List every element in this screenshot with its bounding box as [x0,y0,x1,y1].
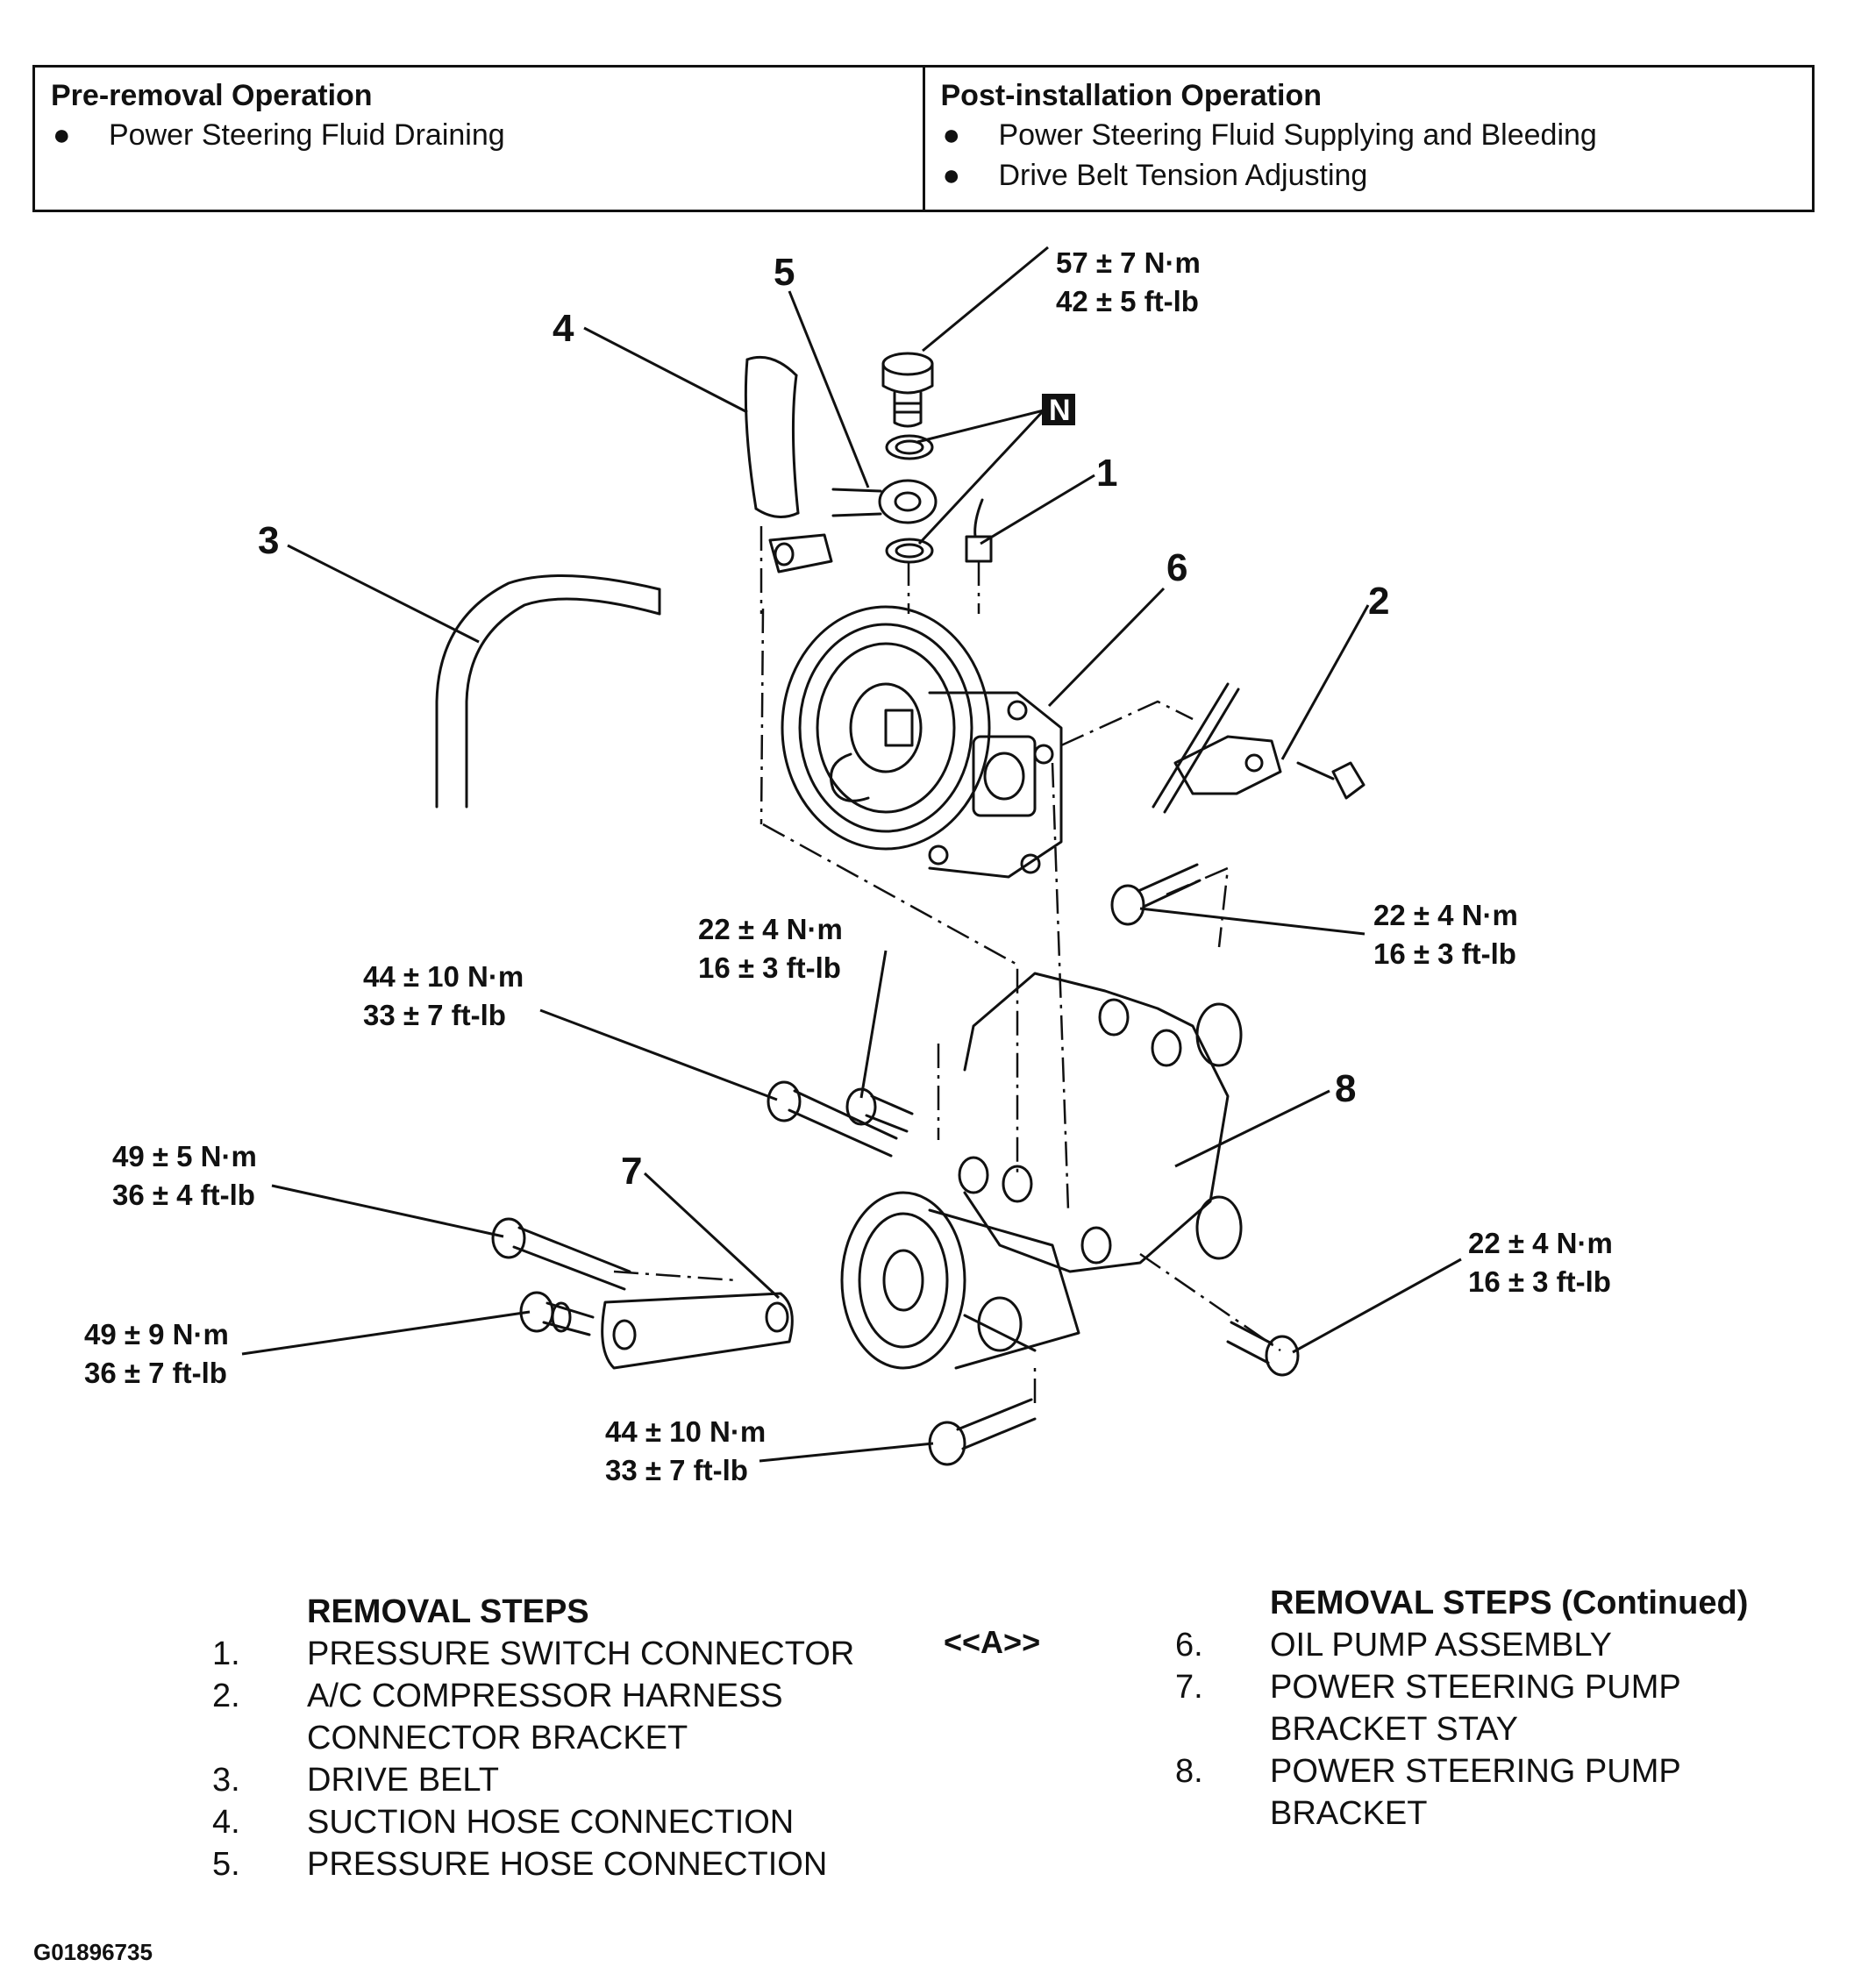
post-installation-item: ● Power Steering Fluid Supplying and Ble… [941,115,1797,155]
pre-removal-heading: Pre-removal Operation [51,79,373,112]
torque-right-low-ftlb: 16 ± 3 ft-lb [1468,1265,1611,1298]
step-text: A/C COMPRESSOR HARNESS [307,1678,783,1714]
list-item: 3. DRIVE BELT [212,1759,854,1801]
torque-top-ftlb: 42 ± 5 ft-lb [1056,285,1199,317]
step-number: 2. [212,1678,240,1714]
post-installation-item: ● Drive Belt Tension Adjusting [941,155,1797,196]
post-installation-heading: Post-installation Operation [940,79,1322,112]
torque-left-49-9-nm: 49 ± 9 N·m [84,1318,229,1350]
bullet-icon: ● [53,118,71,152]
step-text: POWER STEERING PUMP [1270,1753,1681,1790]
drive-belt-part [435,574,661,809]
pressure-switch-connector-part [965,498,993,563]
callout-1: 1 [1096,452,1117,495]
removal-steps-heading: REMOVAL STEPS [307,1593,589,1630]
torque-center-nm: 22 ± 4 N·m [698,913,843,945]
list-item: 2. A/C COMPRESSOR HARNESS [212,1675,854,1717]
callout-4: 4 [553,307,574,350]
note-reference-tag: <<A>> [944,1624,1041,1660]
gasket-upper-part [885,434,934,460]
callout-5: 5 [774,251,795,294]
list-item: BRACKET STAY [1270,1708,1748,1750]
callout-6: 6 [1166,546,1187,589]
torque-bottom-ftlb: 33 ± 7 ft-lb [605,1454,748,1486]
list-item: 1. PRESSURE SWITCH CONNECTOR [212,1633,855,1675]
torque-left-49-9-ftlb: 36 ± 7 ft-lb [84,1357,227,1389]
n-symbol-text: N [1049,394,1071,427]
step-text: SUCTION HOSE CONNECTION [307,1804,795,1841]
pre-removal-item: ● Power Steering Fluid Draining [51,115,907,155]
pre-removal-item-text: Power Steering Fluid Draining [109,118,505,152]
step-number: 6. [1175,1627,1203,1664]
step-text: BRACKET STAY [1270,1711,1518,1748]
post-installation-item-text: Drive Belt Tension Adjusting [998,159,1368,192]
callout-2: 2 [1368,580,1389,623]
torque-right-low-nm: 22 ± 4 N·m [1468,1227,1613,1259]
bolt-44nm-upper-part [767,1080,898,1158]
list-item: CONNECTOR BRACKET [307,1717,854,1759]
torque-right-mid-nm: 22 ± 4 N·m [1373,899,1518,931]
removal-steps-continued-heading: REMOVAL STEPS (Continued) [1270,1585,1749,1621]
torque-center-ftlb: 16 ± 3 ft-lb [698,951,841,984]
bullet-icon: ● [942,159,961,192]
step-number: 7. [1175,1669,1203,1706]
step-number: 5. [212,1846,240,1883]
bolt-49nm-9-part [519,1291,595,1336]
list-item: BRACKET [1270,1792,1748,1835]
operations-table: Pre-removal Operation ● Power Steering F… [32,65,1815,212]
callout-3: 3 [258,519,279,562]
callout-8: 8 [1335,1067,1356,1110]
figure-id: G01896735 [33,1939,153,1965]
removal-steps-list: REMOVAL STEPS 1. PRESSURE SWITCH CONNECTO… [212,1591,855,1885]
list-item: 6. OIL PUMP ASSEMBLY [1175,1624,1748,1666]
oil-pump-assembly-part [781,605,1063,879]
step-text: PRESSURE HOSE CONNECTION [307,1846,828,1883]
suction-hose-part [744,355,800,518]
torque-top-nm: 57 ± 7 N·m [1056,246,1201,279]
torque-left-49-5-ftlb: 36 ± 4 ft-lb [112,1179,255,1211]
bolt-upper-right-part [1110,863,1202,926]
step-text: PRESSURE SWITCH CONNECTOR [307,1635,855,1672]
post-installation-column: Post-installation Operation ● Power Stee… [922,68,1813,210]
step-text: OIL PUMP ASSEMBLY [1270,1627,1613,1664]
step-text: DRIVE BELT [307,1762,499,1799]
torque-bottom-nm: 44 ± 10 N·m [605,1415,766,1448]
union-bolt-part [881,352,934,428]
bracket-stay-part [601,1292,794,1370]
callout-7: 7 [621,1150,642,1193]
step-number: 8. [1175,1753,1203,1790]
bolt-49nm-5-part [491,1217,631,1291]
step-number: 4. [212,1804,240,1841]
step-text: POWER STEERING PUMP [1270,1669,1681,1706]
replace-part-n-icon: N [1042,394,1075,427]
list-item: 8. POWER STEERING PUMP [1175,1750,1748,1792]
list-item: 7. POWER STEERING PUMP [1175,1666,1748,1708]
bolt-44nm-bottom-part [928,1398,1037,1466]
list-item: 5. PRESSURE HOSE CONNECTION [212,1843,854,1885]
step-number: 1. [212,1635,240,1672]
bolt-22nm-lower-right-part [1226,1321,1300,1377]
power-steering-exploded-diagram: 4 5 3 1 6 2 7 8 N 57 ± 7 N·m 42 ± 5 ft-l… [84,246,1613,1486]
torque-right-mid-ftlb: 16 ± 3 ft-lb [1373,937,1516,970]
post-installation-item-text: Power Steering Fluid Supplying and Bleed… [998,118,1597,152]
step-number: 3. [212,1762,240,1799]
hose-clamp-part [768,533,833,574]
step-text: CONNECTOR BRACKET [307,1720,688,1756]
bullet-icon: ● [942,118,961,152]
step-text: BRACKET [1270,1795,1428,1832]
torque-left-49-5-nm: 49 ± 5 N·m [112,1140,257,1172]
compressor-pulley-part [840,1191,1080,1370]
bolt-22nm-center-part [845,1087,914,1133]
torque-left-upper-ftlb: 33 ± 7 ft-lb [363,999,506,1031]
pump-bracket-part [958,972,1243,1273]
gasket-lower-part [885,538,934,564]
torque-left-upper-nm: 44 ± 10 N·m [363,960,524,993]
harness-bracket-part [1152,682,1366,814]
pressure-hose-fitting-part [831,479,938,524]
pre-removal-column: Pre-removal Operation ● Power Steering F… [35,68,923,210]
list-item: 4. SUCTION HOSE CONNECTION [212,1801,854,1843]
removal-steps-continued-list: REMOVAL STEPS (Continued) 6. OIL PUMP ASS… [1175,1582,1749,1835]
